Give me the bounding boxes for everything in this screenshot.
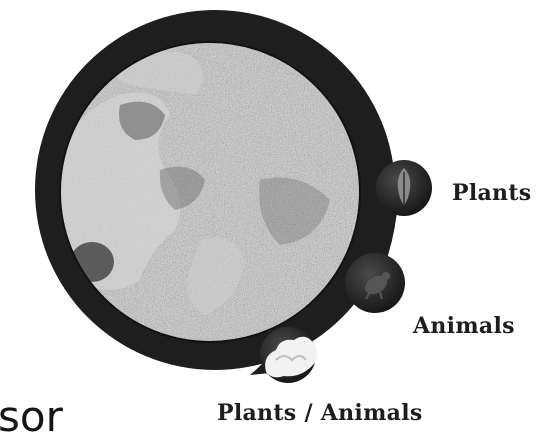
cropped-heading-text: sor: [0, 396, 63, 438]
plants-button[interactable]: [376, 160, 432, 216]
animals-label[interactable]: Animals: [413, 313, 515, 339]
plants-label[interactable]: Plants: [452, 180, 532, 206]
animals-button[interactable]: [345, 253, 405, 313]
plants-animals-label[interactable]: Plants / Animals: [217, 400, 423, 426]
